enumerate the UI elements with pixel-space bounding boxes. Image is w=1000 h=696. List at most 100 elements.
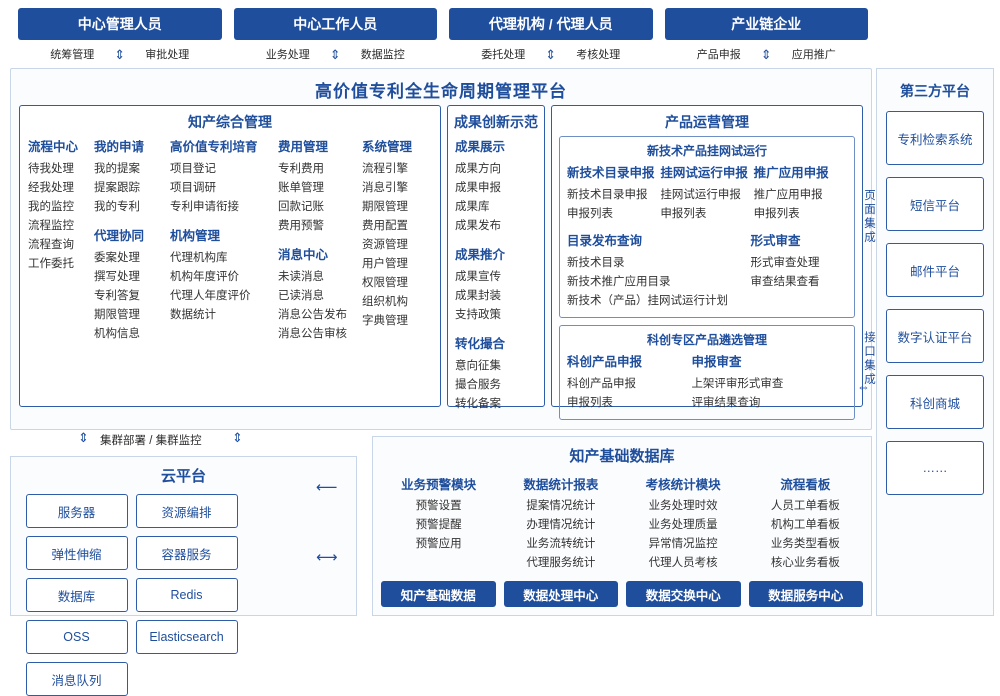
menu-item[interactable]: 核心业务看板 [770,557,840,569]
menu-item[interactable]: 工作委托 [28,258,74,270]
menu-item[interactable]: 业务流转统计 [526,538,596,550]
db-bottom-item[interactable]: 数据交换中心 [626,581,741,607]
menu-item[interactable]: 代理人年度评价 [170,290,251,302]
cloud-cell[interactable]: Redis [135,578,238,612]
cloud-cell[interactable]: 容器服务 [135,536,238,570]
menu-item[interactable]: 费用预警 [278,220,324,232]
menu-item[interactable]: 代理机构库 [170,252,228,264]
third-party-item[interactable]: 邮件平台 [886,243,984,297]
third-party-item[interactable]: 数字认证平台 [886,309,984,363]
menu-item[interactable]: 资源管理 [362,239,408,251]
menu-item[interactable]: 消息公告发布 [278,309,347,321]
menu-item[interactable]: 数据统计 [170,309,216,321]
menu-item[interactable]: 科创产品申报 [567,378,636,390]
menu-item[interactable]: 成果宣传 [455,271,501,283]
menu-item[interactable]: 成果申报 [455,182,501,194]
third-party-item[interactable]: …… [886,441,984,495]
menu-item[interactable]: 我的提案 [94,163,140,175]
menu-item[interactable]: 未读消息 [278,271,324,283]
menu-item[interactable]: 申报列表 [753,208,800,220]
menu-item[interactable]: 新技术目录申报 [567,189,648,201]
cloud-cell[interactable]: 弹性伸缩 [25,536,128,570]
menu-item[interactable]: 流程查询 [28,239,74,251]
menu-item[interactable]: 业务处理时效 [648,500,718,512]
menu-item[interactable]: 委案处理 [94,252,140,264]
menu-item[interactable]: 撮合服务 [455,379,501,391]
menu-item[interactable]: 推广应用申报 [753,189,823,201]
menu-item[interactable]: 代理人员考核 [648,557,718,569]
menu-item[interactable]: 组织机构 [362,296,408,308]
menu-item[interactable]: 支持政策 [455,309,501,321]
role-card-2[interactable]: 代理机构 / 代理人员 [449,8,653,40]
menu-item[interactable]: 项目登记 [170,163,216,175]
menu-item[interactable]: 期限管理 [94,309,140,321]
cloud-cell[interactable]: 服务器 [25,494,128,528]
menu-item[interactable]: 消息公告审核 [278,328,347,340]
db-bottom-item[interactable]: 知产基础数据 [381,581,496,607]
menu-item[interactable]: 挂网试运行申报 [660,189,741,201]
menu-item[interactable]: 消息引擎 [362,182,408,194]
cloud-cell[interactable]: 资源编排 [135,494,238,528]
menu-item[interactable]: 我的专利 [94,201,140,213]
role-card-0[interactable]: 中心管理人员 [18,8,222,40]
menu-item[interactable]: 项目调研 [170,182,216,194]
menu-item[interactable]: 申报列表 [660,208,707,220]
menu-item[interactable]: 权限管理 [362,277,408,289]
menu-item[interactable]: 专利答复 [94,290,140,302]
menu-item[interactable]: 专利费用 [278,163,324,175]
menu-item[interactable]: 异常情况监控 [648,538,718,550]
menu-item[interactable]: 待我处理 [28,163,74,175]
menu-item[interactable]: 转化备案 [455,398,501,410]
menu-item[interactable]: 代理服务统计 [526,557,596,569]
menu-item[interactable]: 新技术推广应用目录 [567,276,671,288]
menu-item[interactable]: 新技术（产品）挂网试运行计划 [567,295,728,307]
role-card-3[interactable]: 产业链企业 [664,8,868,40]
menu-item[interactable]: 经我处理 [28,182,74,194]
menu-item[interactable]: 流程监控 [28,220,74,232]
menu-item[interactable]: 人员工单看板 [770,500,840,512]
menu-item[interactable]: 流程引擎 [362,163,408,175]
menu-item[interactable]: 预警设置 [415,500,462,512]
role-card-1[interactable]: 中心工作人员 [233,8,437,40]
menu-item[interactable]: 提案情况统计 [526,500,596,512]
menu-item[interactable]: 我的监控 [28,201,74,213]
menu-item[interactable]: 成果库 [455,201,490,213]
third-party-item[interactable]: 专利检索系统 [886,111,984,165]
cloud-cell[interactable]: 数据库 [25,578,128,612]
menu-item[interactable]: 业务处理质量 [648,519,718,531]
menu-item[interactable]: 业务类型看板 [770,538,840,550]
menu-item[interactable]: 申报列表 [567,397,613,409]
menu-item[interactable]: 撰写处理 [94,271,140,283]
cloud-cell[interactable]: OSS [25,620,128,654]
third-party-item[interactable]: 短信平台 [886,177,984,231]
menu-item[interactable]: 已读消息 [278,290,324,302]
menu-item[interactable]: 账单管理 [278,182,324,194]
db-bottom-item[interactable]: 数据处理中心 [503,581,618,607]
menu-item[interactable]: 机构年度评价 [170,271,239,283]
menu-item[interactable]: 预警应用 [415,538,462,550]
menu-item[interactable]: 成果方向 [455,163,501,175]
menu-item[interactable]: 费用配置 [362,220,408,232]
menu-item[interactable]: 办理情况统计 [526,519,596,531]
db-bottom-item[interactable]: 数据服务中心 [748,581,863,607]
menu-item[interactable]: 回款记账 [278,201,324,213]
menu-item[interactable]: 意向征集 [455,360,501,372]
cloud-cell[interactable]: Elasticsearch [135,620,238,654]
menu-item[interactable]: 用户管理 [362,258,408,270]
menu-item[interactable]: 期限管理 [362,201,408,213]
cloud-cell[interactable]: 消息队列 [25,662,128,696]
menu-item[interactable]: 机构信息 [94,328,140,340]
menu-item[interactable]: 成果封装 [455,290,501,302]
menu-item[interactable]: 评审结果查询 [691,397,761,409]
menu-item[interactable]: 机构工单看板 [770,519,840,531]
menu-item[interactable]: 申报列表 [567,208,613,220]
menu-item[interactable]: 上架评审形式审查 [691,378,784,390]
menu-item[interactable]: 新技术目录 [567,257,625,269]
third-party-item[interactable]: 科创商城 [886,375,984,429]
menu-item[interactable]: 预警提醒 [415,519,462,531]
menu-item[interactable]: 审查结果查看 [750,276,820,288]
menu-item[interactable]: 提案跟踪 [94,182,140,194]
menu-item[interactable]: 字典管理 [362,315,408,327]
menu-item[interactable]: 专利申请衔接 [170,201,239,213]
menu-item[interactable]: 形式审查处理 [750,257,820,269]
